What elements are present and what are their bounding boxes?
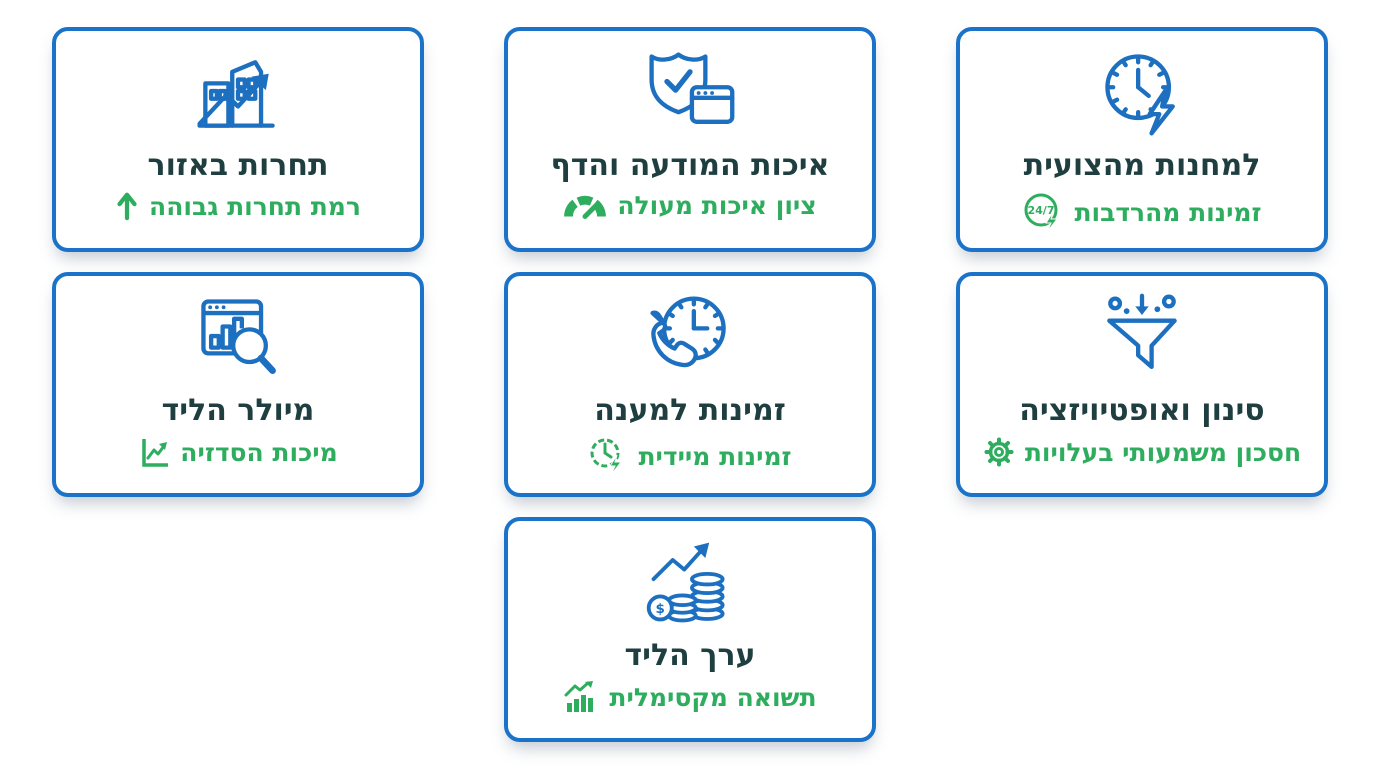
- badge-24-7-text: 24/7: [1028, 204, 1055, 217]
- card-lead-value: $ ערך הליד תשואה מקסימלית: [504, 517, 876, 742]
- card-title: למחנות מהצועית: [1023, 148, 1261, 183]
- card-subtitle: זמינות מהרדבות 24/7: [1022, 191, 1262, 233]
- card-subtitle-label: חסכון משמעותי בעלויות: [1024, 437, 1302, 467]
- card-title: איכות המודעה והדף: [550, 148, 830, 183]
- card-subtitle: מיכות הסדזיה: [138, 436, 338, 468]
- card-subtitle: חסכון משמעותי בעלויות: [983, 436, 1301, 468]
- card-subtitle-label: זמינות מהרדבות: [1074, 197, 1262, 227]
- card-lead-analytics: מיולר הליד מיכות הסדזיה: [52, 272, 424, 497]
- funnel-icon: [1094, 288, 1190, 388]
- gear-icon: [983, 436, 1015, 468]
- phone-clock-icon: [642, 288, 738, 388]
- card-filtering-optimization: סינון ואופטיויזציה חסכון משמעותי בעלויות: [956, 272, 1328, 497]
- card-subtitle: זמינות מיידית: [588, 436, 792, 476]
- card-subtitle-label: זמינות מיידית: [638, 441, 792, 471]
- badge-24-7-lightning-icon: 24/7: [1022, 191, 1064, 233]
- card-ad-page-quality: איכות המודעה והדף ציון איכות מעולה: [504, 27, 876, 252]
- card-subtitle-label: מיכות הסדזיה: [180, 437, 338, 467]
- cards-board: תחרות באזור רמת תחרות גבוהה: [52, 27, 1328, 742]
- card-title: מיולר הליד: [161, 393, 315, 428]
- card-subtitle: ציון איכות מעולה: [563, 191, 817, 220]
- card-subtitle: רמת תחרות גבוהה: [115, 191, 361, 221]
- card-title: תחרות באזור: [147, 148, 329, 183]
- browser-chart-magnifier-icon: [190, 288, 286, 388]
- buildings-growth-chart-icon: [190, 43, 286, 143]
- dollar-symbol: $: [656, 602, 665, 617]
- card-subtitle: תשואה מקסימלית: [563, 681, 817, 713]
- gauge-icon: [563, 191, 607, 220]
- card-answer-availability: זמינות למענה זמינות מיידית: [504, 272, 876, 497]
- card-area-competition: תחרות באזור רמת תחרות גבוהה: [52, 27, 424, 252]
- bar-chart-arrow-icon: [563, 681, 599, 713]
- line-chart-box-icon: [138, 436, 170, 468]
- clock-lightning-icon: [1094, 43, 1190, 143]
- card-title: זמינות למענה: [594, 393, 786, 428]
- up-arrow-icon: [115, 191, 139, 221]
- shield-check-browser-icon: [642, 43, 738, 143]
- coins-growth-arrow-icon: $: [642, 533, 738, 633]
- clock-lightning-small-icon: [588, 436, 628, 476]
- card-title: ערך הליד: [624, 638, 756, 673]
- card-subtitle-label: תשואה מקסימלית: [609, 682, 817, 712]
- card-title: סינון ואופטיויזציה: [1019, 393, 1265, 428]
- card-subtitle-label: רמת תחרות גבוהה: [149, 191, 361, 221]
- card-247-availability: למחנות מהצועית זמינות מהרדבות 24/7: [956, 27, 1328, 252]
- card-subtitle-label: ציון איכות מעולה: [617, 191, 817, 220]
